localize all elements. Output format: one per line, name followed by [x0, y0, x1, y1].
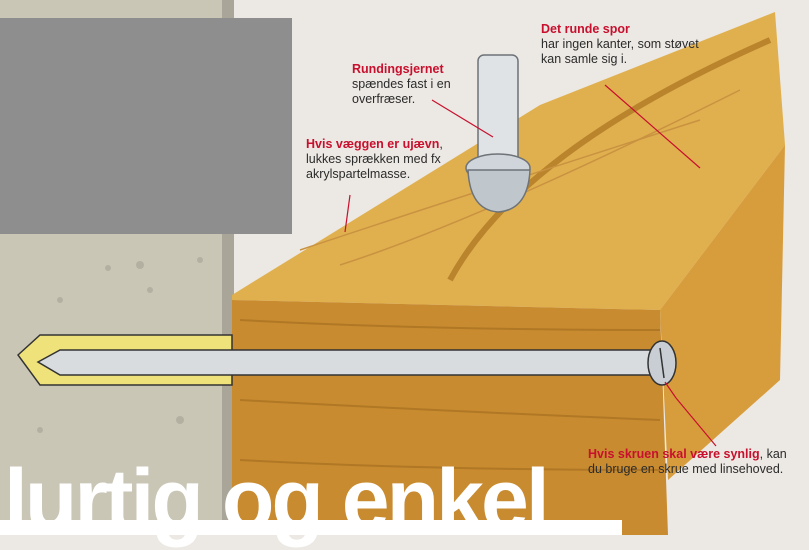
screw-icon [36, 340, 677, 386]
callout-lines [344, 84, 717, 447]
label-text: , lukkes sprækken med fx akrylspartelmas… [306, 137, 443, 181]
illustration-scene [0, 0, 785, 535]
label-skruen: Hvis skruen skal være synlig, kan du bru… [588, 447, 788, 477]
label-title: Rundingsjernet [352, 62, 444, 76]
label-text: spændes fast i en overfræser. [352, 77, 451, 106]
router-bit-icon [465, 54, 531, 213]
shade-box [0, 18, 292, 234]
label-title: Hvis væggen er ujævn [306, 137, 440, 151]
headline: lurtig og enkel [4, 452, 550, 548]
label-text: har ingen kanter, som støvet kan samle s… [541, 37, 699, 66]
label-title: Hvis skruen skal være synlig [588, 447, 760, 461]
label-title: Det runde spor [541, 22, 630, 36]
headline-underbar [0, 520, 622, 535]
label-text: , kan du bruge en skrue med linsehoved. [588, 447, 787, 476]
label-vaeggen: Hvis væggen er ujævn, lukkes sprækken me… [306, 137, 456, 182]
